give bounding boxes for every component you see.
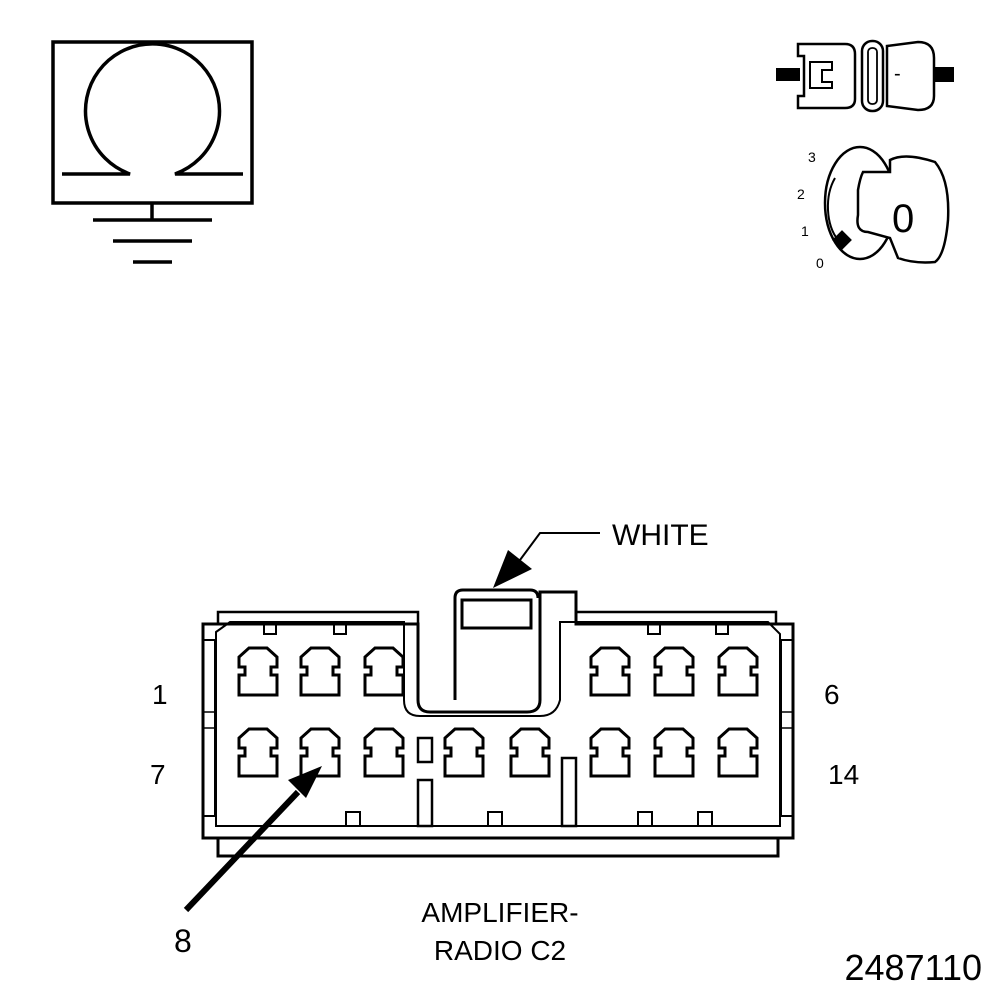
connector-face <box>201 588 795 858</box>
cavity-9 <box>363 727 405 778</box>
cavity-13 <box>653 727 695 778</box>
pin-label-7: 7 <box>150 759 166 790</box>
cavity-14 <box>717 727 759 778</box>
ignition-position-0: 0 <box>816 255 824 271</box>
connector-name-line1: AMPLIFIER- <box>421 897 578 928</box>
ignition-position-2: 2 <box>797 186 805 202</box>
connector-disconnect-icon: - <box>776 39 954 113</box>
connector-name-line2: RADIO C2 <box>434 935 566 966</box>
cavity-11 <box>509 727 551 778</box>
cavity-7 <box>237 727 279 778</box>
connector-color-label: WHITE <box>612 519 709 552</box>
connector-seal-mark: - <box>894 63 901 85</box>
pointer-label: 8 <box>174 923 192 959</box>
cavity-5 <box>653 646 695 697</box>
figure-id: 2487110 <box>845 947 982 988</box>
ignition-key-label: 0 <box>892 197 914 241</box>
cavity-6 <box>717 646 759 697</box>
meter-box <box>51 40 254 205</box>
pin-label-1: 1 <box>152 679 168 710</box>
connector-shell <box>201 590 795 840</box>
cavity-4 <box>589 646 631 697</box>
ignition-position-1: 1 <box>801 223 809 239</box>
connector-base <box>216 836 780 858</box>
ignition-switch-icon: 3 2 1 0 0 <box>797 145 950 271</box>
color-leader-line <box>519 532 600 561</box>
cavity-3 <box>363 646 405 697</box>
ignition-position-3: 3 <box>808 149 816 165</box>
pin-label-6: 6 <box>824 679 840 710</box>
ohmmeter-ground-symbol <box>51 40 254 264</box>
ignition-key-icon <box>856 155 950 264</box>
ohm-icon <box>62 42 243 176</box>
pin-label-14: 14 <box>828 759 859 790</box>
pointer-arrow-shaft <box>183 789 301 913</box>
pointer-arrowhead <box>288 766 322 798</box>
cavity-10 <box>443 727 485 778</box>
cavity-1 <box>237 646 279 697</box>
color-arrowhead <box>493 550 532 588</box>
cavity-12 <box>589 727 631 778</box>
cavity-2 <box>299 646 341 697</box>
locking-tab <box>453 588 540 700</box>
